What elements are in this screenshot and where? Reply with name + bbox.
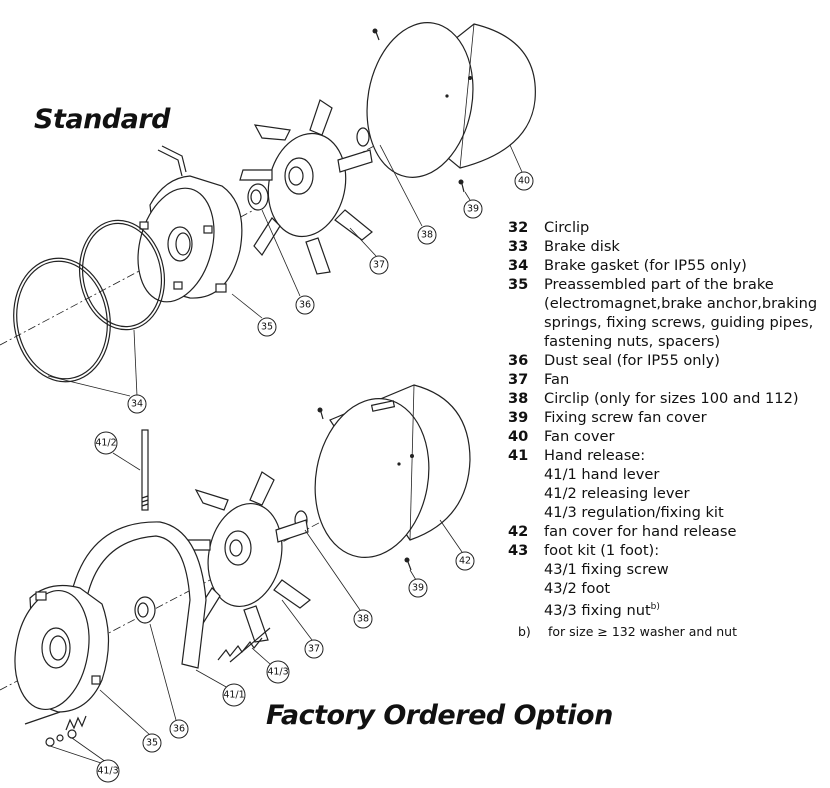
footnote-marker: b) bbox=[650, 602, 660, 612]
footnote: b) for size ≥ 132 washer and nut bbox=[518, 624, 737, 639]
legend-row: 41/1 hand lever bbox=[544, 466, 660, 483]
legend-row: 43/2 foot bbox=[544, 580, 611, 597]
svg-text:38: 38 bbox=[421, 230, 433, 241]
svg-text:41/1: 41/1 bbox=[223, 690, 244, 701]
legend-row: 43/1 fixing screw bbox=[544, 561, 669, 578]
callout-36: 36 bbox=[295, 295, 315, 315]
footnote-label: b) bbox=[518, 624, 531, 639]
legend-row: (electromagnet,brake anchor,braking bbox=[544, 295, 818, 312]
brake-35-option bbox=[14, 585, 110, 713]
circlip-38 bbox=[356, 127, 370, 147]
callout-35: 35 bbox=[257, 317, 277, 337]
dust-seal-36-option bbox=[134, 596, 156, 624]
spring-41-3 bbox=[217, 627, 271, 663]
svg-text:37: 37 bbox=[373, 260, 385, 271]
option-assembly: 41/2 42 39 38 37 41/3 41/1 36 35 41/3 bbox=[0, 384, 475, 783]
callout-37-option: 37 bbox=[304, 639, 324, 659]
svg-text:40: 40 bbox=[518, 176, 530, 187]
legend-row: springs, fixing screws, guiding pipes, bbox=[544, 314, 814, 331]
legend-row: 41/3 regulation/fixing kit bbox=[544, 504, 724, 521]
releasing-lever-41-2 bbox=[141, 429, 149, 511]
svg-text:37: 37 bbox=[308, 644, 320, 655]
option-title: Factory Ordered Option bbox=[266, 700, 613, 731]
standard-title: Standard bbox=[34, 104, 170, 135]
callout-34: 34 bbox=[127, 394, 147, 414]
brake-35 bbox=[137, 145, 243, 303]
callout-38: 38 bbox=[417, 225, 437, 245]
hand-lever-41-1 bbox=[69, 521, 207, 669]
leader-lines-option bbox=[49, 452, 463, 765]
svg-text:34: 34 bbox=[131, 399, 143, 410]
brake-gasket-34 bbox=[13, 219, 166, 383]
svg-text:38: 38 bbox=[357, 614, 369, 625]
svg-text:35: 35 bbox=[261, 322, 273, 333]
footnote-text: for size ≥ 132 washer and nut bbox=[548, 624, 738, 639]
svg-text:36: 36 bbox=[299, 300, 311, 311]
fan-cover-40 bbox=[366, 22, 536, 178]
callout-37: 37 bbox=[369, 255, 389, 275]
standard-assembly: 40 39 38 37 36 35 34 bbox=[0, 22, 536, 414]
fixing-screw-39-option bbox=[317, 407, 412, 571]
svg-text:39: 39 bbox=[412, 583, 424, 594]
svg-text:41/3: 41/3 bbox=[97, 766, 118, 777]
callout-41-3: 41/3 bbox=[266, 660, 290, 684]
legend-row: fastening nuts, spacers) bbox=[544, 333, 721, 350]
fixing-screw-39 bbox=[372, 28, 465, 193]
callout-40: 40 bbox=[514, 171, 534, 191]
svg-text:41/2: 41/2 bbox=[95, 438, 116, 449]
callout-41-2: 41/2 bbox=[94, 431, 118, 455]
callout-35-option: 35 bbox=[142, 733, 162, 753]
dust-seal-36 bbox=[247, 183, 269, 211]
svg-text:36: 36 bbox=[173, 724, 185, 735]
regulation-kit-41-3 bbox=[24, 711, 87, 747]
legend-row: 43/3 fixing nutb) bbox=[544, 601, 660, 619]
svg-text:39: 39 bbox=[467, 204, 479, 215]
svg-text:35: 35 bbox=[146, 738, 158, 749]
callout-41-3-kit: 41/3 bbox=[96, 759, 120, 783]
callout-42: 42 bbox=[455, 551, 475, 571]
svg-text:42: 42 bbox=[459, 556, 471, 567]
fan-37 bbox=[239, 99, 373, 275]
svg-text:41/3: 41/3 bbox=[267, 667, 288, 678]
callout-41-1: 41/1 bbox=[222, 683, 246, 707]
callout-39: 39 bbox=[463, 199, 483, 219]
fan-cover-42 bbox=[314, 384, 471, 558]
leader-lines-standard bbox=[47, 144, 523, 397]
callout-38-option: 38 bbox=[353, 609, 373, 629]
legend-row: 41/2 releasing lever bbox=[544, 485, 690, 502]
callout-36-option: 36 bbox=[169, 719, 189, 739]
callout-39-option: 39 bbox=[408, 578, 428, 598]
